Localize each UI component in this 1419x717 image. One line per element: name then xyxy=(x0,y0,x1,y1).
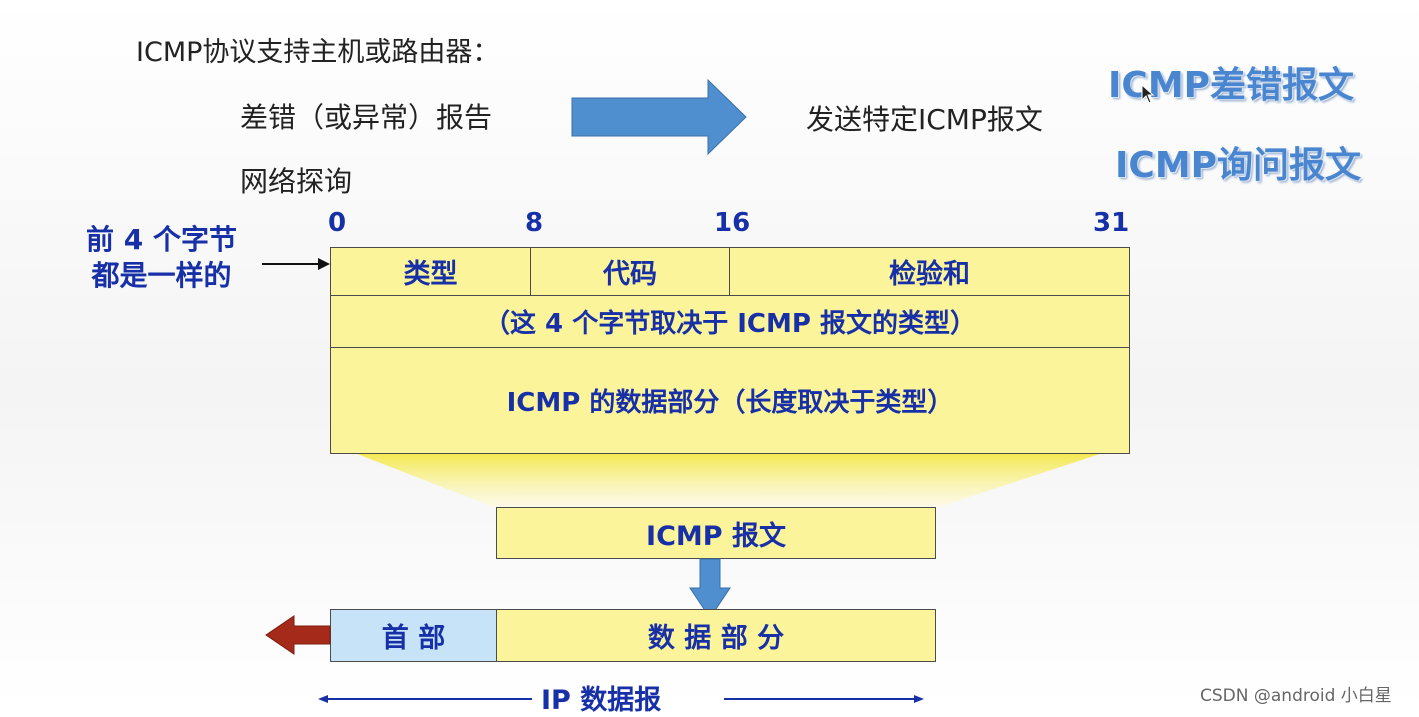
icmp-query-message-label: ICMP询问报文 xyxy=(1115,145,1362,186)
pointer-arrow-icon xyxy=(262,258,330,270)
bit-position-31: 31 xyxy=(1093,208,1130,238)
icmp-data-row: ICMP 的数据部分（长度取决于类型） xyxy=(506,388,954,418)
icmp-message-box: ICMP 报文 xyxy=(496,507,936,559)
code-field: 代码 xyxy=(531,248,730,295)
bit-position-8: 8 xyxy=(525,208,544,238)
ip-datagram-label: IP 数据报 xyxy=(541,685,662,716)
left-note-line-2: 都是一样的 xyxy=(91,259,232,292)
bit-position-16: 16 xyxy=(714,208,751,238)
csdn-watermark: CSDN @android 小白星 xyxy=(1200,686,1392,706)
left-red-arrow-icon xyxy=(265,615,331,655)
type-field: 类型 xyxy=(331,248,531,295)
right-arrow-icon xyxy=(571,78,747,156)
ip-datagram-span-line xyxy=(318,695,924,703)
send-text: 发送特定ICMP报文 xyxy=(806,103,1043,136)
item-error-report: 差错（或异常）报告 xyxy=(240,101,493,134)
mouse-cursor-icon xyxy=(1141,84,1155,104)
left-note: 前 4 个字节 都是一样的 xyxy=(86,222,237,294)
header-row: 类型 代码 检验和 xyxy=(331,248,1129,296)
type-dependent-row: （这 4 个字节取决于 ICMP 报文的类型） xyxy=(331,296,1129,348)
funnel-shape xyxy=(352,452,1106,508)
item-network-probe: 网络探询 xyxy=(240,165,353,198)
icmp-structure-box: 类型 代码 检验和 （这 4 个字节取决于 ICMP 报文的类型） ICMP 的… xyxy=(330,247,1130,454)
left-note-line-1: 前 4 个字节 xyxy=(86,223,237,256)
ip-data-box: 数 据 部 分 xyxy=(496,609,936,662)
down-arrow-icon xyxy=(689,558,731,619)
intro-text: ICMP协议支持主机或路由器： xyxy=(136,37,500,68)
ip-header-box: 首 部 xyxy=(330,609,497,662)
bit-position-0: 0 xyxy=(328,208,347,238)
checksum-field: 检验和 xyxy=(889,259,970,290)
